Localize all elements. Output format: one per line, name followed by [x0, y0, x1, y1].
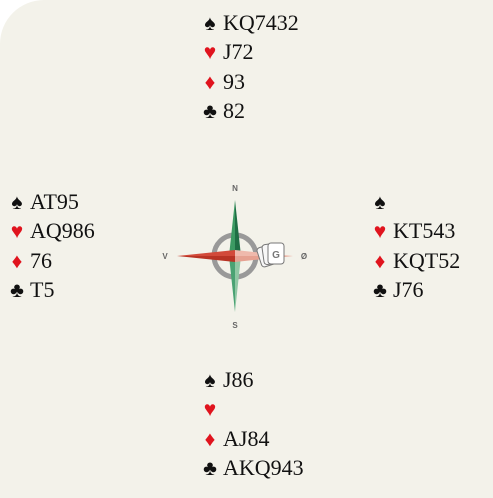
west-hearts: AQ986 [30, 218, 95, 244]
south-clubs: AKQ943 [223, 454, 304, 480]
heart-icon: ♥ [10, 219, 24, 244]
south-needle [235, 256, 241, 312]
south-diamonds-row: ♦ AJ84 [199, 424, 304, 453]
played-cards-icon: G [256, 242, 285, 268]
north-hearts-row: ♥J72 [199, 37, 299, 66]
club-icon: ♣ [373, 277, 387, 302]
south-hearts-row: ♥ [199, 394, 304, 423]
north-clubs-row: ♣82 [199, 96, 299, 125]
spade-icon: ♠ [11, 190, 23, 214]
west-spades: AT95 [30, 189, 79, 214]
north-spades: KQ7432 [223, 10, 299, 35]
north-needle-shade [229, 200, 235, 256]
south-needle-shade [229, 256, 235, 312]
diamond-icon: ♦ [204, 69, 216, 94]
east-clubs: J76 [393, 276, 424, 302]
west-hearts-row: ♥AQ986 [6, 216, 95, 245]
west-clubs: T5 [30, 276, 55, 302]
spade-icon: ♠ [204, 11, 216, 35]
north-spades-row: ♠ KQ7432 [199, 8, 299, 37]
south-diamonds: AJ84 [223, 425, 270, 451]
diamond-icon: ♦ [11, 248, 23, 273]
hand-north: ♠ KQ7432 ♥J72 ♦ 93 ♣82 [199, 8, 299, 125]
east-clubs-row: ♣J76 [369, 275, 460, 304]
east-spades-row: ♠ [369, 187, 460, 216]
diamond-icon: ♦ [374, 248, 386, 273]
hand-west: ♠ AT95 ♥AQ986 ♦ 76 ♣T5 [6, 187, 95, 304]
north-diamonds: 93 [223, 68, 245, 94]
north-hearts: J72 [223, 39, 254, 65]
west-spades-row: ♠ AT95 [6, 187, 95, 216]
east-diamonds-row: ♦ KQT52 [369, 246, 461, 275]
diamond-icon: ♦ [204, 426, 216, 451]
west-needle [177, 250, 235, 256]
east-hearts-row: ♥KT543 [369, 216, 460, 245]
south-spades: J86 [223, 367, 254, 392]
spade-icon: ♠ [374, 190, 386, 214]
south-clubs-row: ♣AKQ943 [199, 453, 304, 482]
hand-south: ♠ J86 ♥ ♦ AJ84 ♣AKQ943 [199, 365, 304, 482]
compass-west-label: V [162, 252, 168, 261]
compass-south-label: S [232, 321, 238, 330]
hand-east: ♠ ♥KT543 ♦ KQT52 ♣J76 [369, 187, 460, 304]
club-icon: ♣ [10, 277, 24, 302]
club-icon: ♣ [203, 98, 217, 123]
heart-icon: ♥ [373, 219, 387, 244]
compass-rose-icon: G N S V Ø [162, 184, 307, 330]
heart-icon: ♥ [203, 40, 217, 65]
spade-icon: ♠ [204, 368, 216, 392]
club-icon: ♣ [203, 455, 217, 480]
south-spades-row: ♠ J86 [199, 365, 304, 394]
west-diamonds-row: ♦ 76 [6, 246, 95, 275]
north-clubs: 82 [223, 97, 245, 123]
west-diamonds: 76 [30, 247, 52, 273]
east-diamonds: KQT52 [393, 247, 461, 273]
north-needle [235, 200, 241, 256]
card-marker-label: G [272, 250, 280, 261]
compass-east-label: Ø [301, 252, 307, 261]
west-clubs-row: ♣T5 [6, 275, 95, 304]
west-needle-shade [177, 256, 235, 262]
heart-icon: ♥ [203, 397, 217, 422]
north-diamonds-row: ♦ 93 [199, 67, 299, 96]
east-hearts: KT543 [393, 218, 456, 244]
compass-north-label: N [232, 184, 238, 193]
